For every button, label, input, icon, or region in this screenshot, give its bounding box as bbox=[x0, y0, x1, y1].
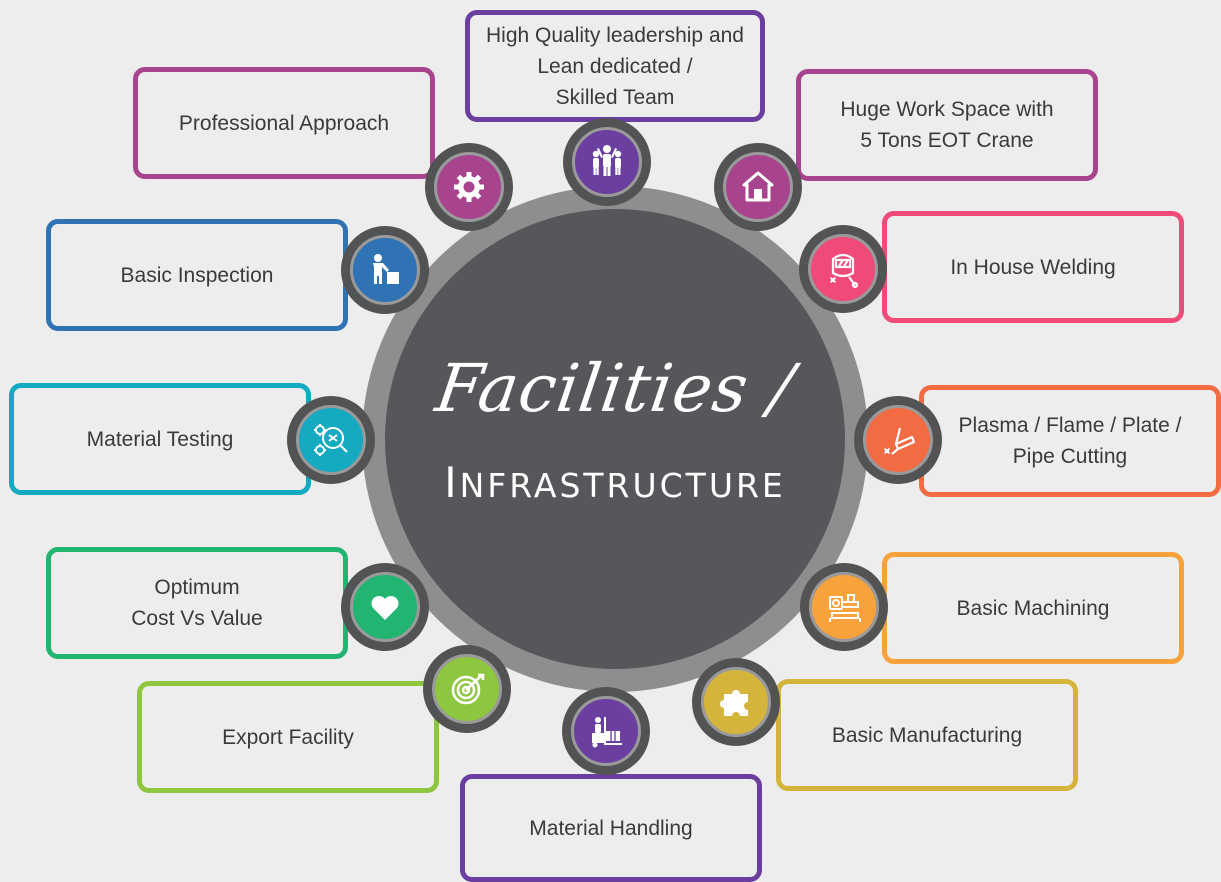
facility-box-inspection: Basic Inspection bbox=[46, 219, 348, 331]
facility-label-line: Basic Manufacturing bbox=[831, 723, 1023, 747]
puzzle-icon bbox=[720, 690, 748, 716]
facility-label-line: High Quality leadership and bbox=[486, 23, 744, 47]
target-icon bbox=[451, 673, 485, 705]
forklift-icon-node bbox=[562, 687, 650, 775]
facility-box-testing: Material Testing bbox=[9, 383, 311, 495]
facility-label-line: Lean dedicated / bbox=[537, 54, 693, 78]
welding-mask-icon bbox=[829, 253, 859, 289]
facility-label: Export Facility bbox=[222, 722, 354, 753]
heart-icon-node bbox=[341, 563, 429, 651]
facility-label: Professional Approach bbox=[179, 108, 389, 139]
puzzle-icon-node bbox=[692, 658, 780, 746]
facility-label: Material Testing bbox=[87, 424, 234, 455]
facility-box-welding: In House Welding bbox=[882, 211, 1184, 323]
facility-label: Material Handling bbox=[529, 813, 692, 844]
facility-label: Huge Work Space with 5 Tons EOT Crane bbox=[840, 94, 1053, 156]
facility-label: Basic Inspection bbox=[121, 260, 274, 291]
heart-icon bbox=[371, 596, 399, 620]
center-script-title: Facilities / bbox=[431, 350, 799, 427]
facility-label: Basic Manufacturing bbox=[832, 720, 1022, 751]
facility-box-export: Export Facility bbox=[137, 681, 439, 793]
facility-label-line: In House Welding bbox=[950, 255, 1116, 279]
facility-label-line: Professional Approach bbox=[178, 111, 390, 135]
facility-label-line: Optimum bbox=[154, 576, 240, 599]
target-icon-node bbox=[423, 645, 511, 733]
facility-label-line: Material Handling bbox=[529, 816, 693, 840]
magnifier-gears-icon bbox=[314, 424, 348, 456]
center-caps-title: INFRASTRUCTURE bbox=[444, 458, 786, 507]
facility-box-cutting: Plasma / Flame / Plate / Pipe Cutting bbox=[919, 385, 1221, 497]
facility-label: Plasma / Flame / Plate / Pipe Cutting bbox=[959, 410, 1182, 472]
lathe-icon-node bbox=[800, 563, 888, 651]
magnifier-gears-icon-node bbox=[287, 396, 375, 484]
facility-label-line: Basic Machining bbox=[956, 596, 1110, 620]
team-icon bbox=[592, 145, 622, 176]
facility-label: In House Welding bbox=[950, 252, 1115, 283]
facility-label-line: Skilled Team bbox=[555, 85, 675, 109]
team-icon-node bbox=[563, 118, 651, 206]
facility-label-line: 5 Tons EOT Crane bbox=[860, 129, 1034, 152]
facility-label-line: Material Testing bbox=[86, 427, 234, 451]
home-icon-node bbox=[714, 143, 802, 231]
facility-box-handling: Material Handling bbox=[460, 774, 762, 882]
home-icon bbox=[742, 171, 774, 202]
center-circle bbox=[385, 209, 845, 669]
facility-label-line: Basic Inspection bbox=[120, 263, 274, 287]
lathe-icon bbox=[829, 594, 861, 622]
forklift-icon bbox=[592, 717, 622, 748]
cutting-torch-icon bbox=[883, 427, 916, 455]
facility-box-machining: Basic Machining bbox=[882, 552, 1184, 664]
gear-icon bbox=[454, 172, 484, 202]
facility-label-line: Pipe Cutting bbox=[1012, 445, 1128, 468]
facility-label-line: Plasma / Flame / Plate / bbox=[958, 414, 1182, 437]
welding-mask-icon-node bbox=[799, 225, 887, 313]
facility-label-line: Cost Vs Value bbox=[131, 607, 263, 630]
facility-label-line: Huge Work Space with bbox=[840, 98, 1054, 121]
cutting-torch-icon-node bbox=[854, 396, 942, 484]
inspector-icon bbox=[373, 254, 399, 284]
facility-label: Basic Machining bbox=[957, 593, 1110, 624]
gear-icon-node bbox=[425, 143, 513, 231]
inspector-icon-node bbox=[341, 226, 429, 314]
facility-box-professional: Professional Approach bbox=[133, 67, 435, 179]
facility-label-line: Export Facility bbox=[222, 725, 354, 749]
facility-box-workspace: Huge Work Space with 5 Tons EOT Crane bbox=[796, 69, 1098, 181]
facility-box-manufacturing: Basic Manufacturing bbox=[776, 679, 1078, 791]
